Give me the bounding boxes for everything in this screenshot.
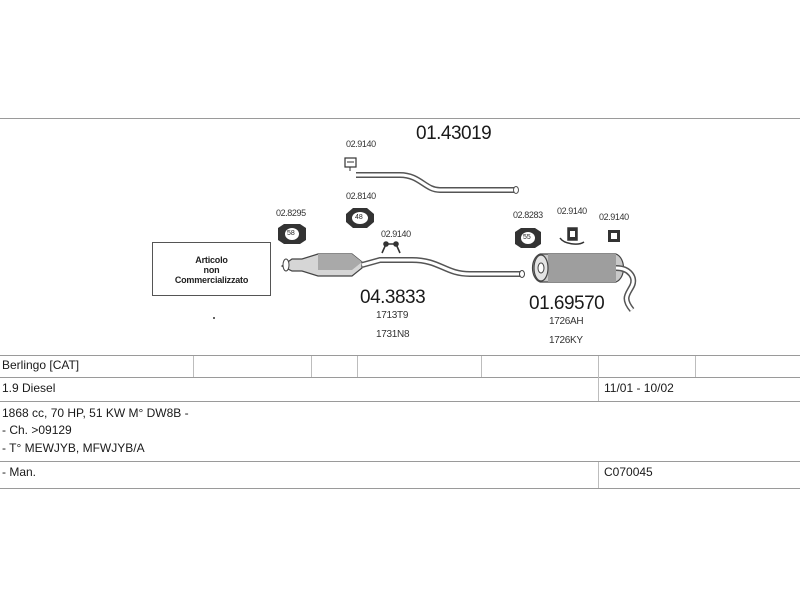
transmission: - Man. <box>2 465 37 479</box>
front-pipe-catalyst <box>280 253 525 278</box>
rear-hanger-b-label: 02.9140 <box>557 206 587 216</box>
col-divider <box>481 356 482 377</box>
row-divider <box>0 377 800 378</box>
row-divider <box>0 461 800 462</box>
front-pipe-code: 04.3833 <box>360 287 426 308</box>
engine-specs: 1868 cc, 70 HP, 51 KW M° DW8B - <box>2 406 189 420</box>
production-period: 11/01 - 10/02 <box>604 381 674 395</box>
left-hanger-inner: 58 <box>287 230 295 237</box>
main-code: 01.43019 <box>416 123 492 144</box>
vehicle-type: - T° MEWJYB, MFWJYB/A <box>2 441 145 455</box>
rear-silencer-code: 01.69570 <box>529 293 605 314</box>
chassis-range: - Ch. >09129 <box>2 423 72 437</box>
front-pipe-ref-1: 1713T9 <box>376 310 409 321</box>
gasket-inner: 48 <box>355 214 363 221</box>
top-border <box>0 118 800 119</box>
vehicle-model: Berlingo [CAT] <box>2 358 80 372</box>
clamp-icon <box>344 157 357 171</box>
col-divider <box>357 356 358 377</box>
row-divider <box>0 355 800 356</box>
exhaust-diagram: 01.43019 02.9140 02.8140 48 02.8295 58 0… <box>0 118 800 354</box>
col-divider <box>598 462 599 488</box>
row-divider <box>0 401 800 402</box>
left-hanger-label: 02.8295 <box>276 208 306 218</box>
col-divider <box>598 356 599 401</box>
row-divider <box>0 488 800 489</box>
rear-silencer-ref-2: 1726KY <box>549 335 583 346</box>
middle-hanger-icon <box>381 241 401 254</box>
rear-silencer <box>531 253 637 312</box>
note-line-3: Commercializzato <box>174 275 249 285</box>
rear-silencer-ref-1: 1726AH <box>549 316 584 327</box>
note-line-2: non <box>203 265 220 275</box>
col-divider <box>193 356 194 377</box>
rear-hanger-c-icon <box>608 230 620 242</box>
catalog-code: C070045 <box>604 465 653 479</box>
front-pipe-ref-2: 1731N8 <box>376 329 410 340</box>
clamp-top-label: 02.9140 <box>346 139 376 149</box>
middle-hanger-label: 02.9140 <box>381 229 411 239</box>
rear-hanger-c-label: 02.9140 <box>599 212 629 222</box>
rear-hanger-b-icon <box>559 227 585 245</box>
not-available-note: Articolo non Commercializzato <box>152 242 271 296</box>
note-line-1: Articolo <box>195 255 228 265</box>
gasket-label: 02.8140 <box>346 191 376 201</box>
gasket-icon <box>346 208 374 228</box>
rear-hanger-a-inner: 55 <box>523 234 531 241</box>
engine: 1.9 Diesel <box>2 381 56 395</box>
dot-mark <box>213 317 215 319</box>
left-hanger-icon <box>278 224 306 244</box>
rear-hanger-a-icon <box>515 228 541 248</box>
intermediate-pipe <box>356 172 519 194</box>
exhaust-drawing <box>213 157 637 319</box>
col-divider <box>311 356 312 377</box>
col-divider <box>695 356 696 377</box>
rear-hanger-a-label: 02.8283 <box>513 210 543 220</box>
